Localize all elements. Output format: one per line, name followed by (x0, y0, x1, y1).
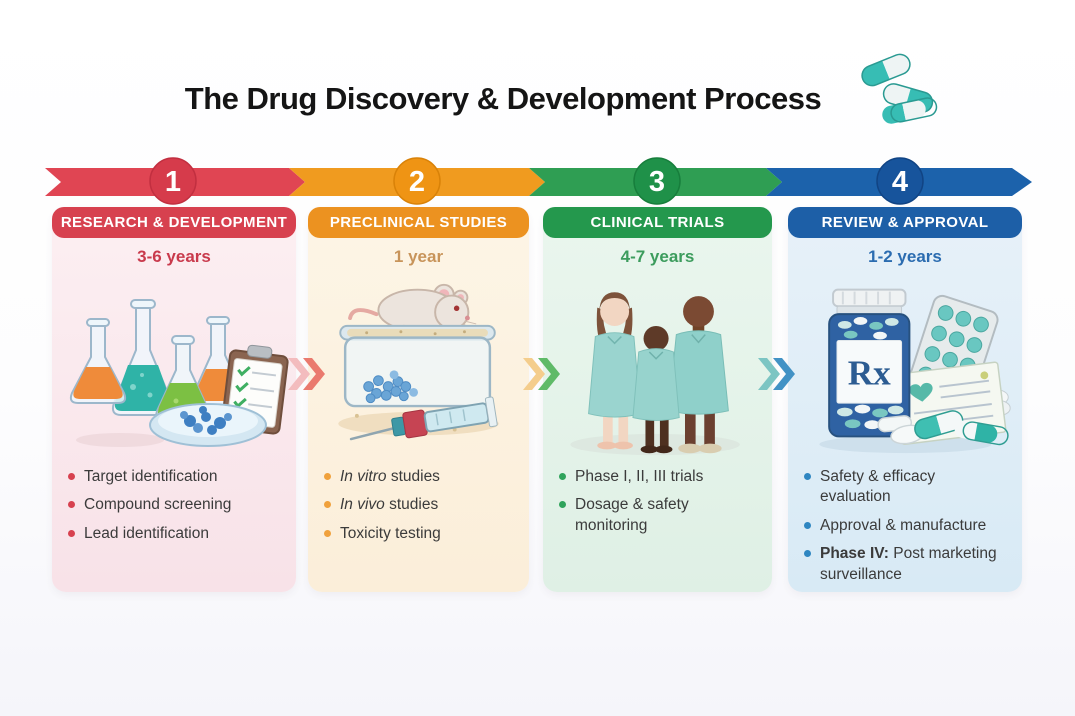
phase-panel-preclinical-studies: PRECLINICAL STUDIES 1 year (308, 207, 529, 592)
chevron-separator-1 (288, 358, 325, 390)
bullet-item: Target identification (68, 467, 284, 487)
petri-dish-icon (149, 403, 267, 447)
phase-2-bullet-list: In vitro studies In vivo studies Toxicit… (308, 467, 529, 544)
bullet-item: Dosage & safety monitoring (559, 495, 760, 536)
bullet-dot (559, 501, 566, 509)
bullet-dot (559, 473, 566, 480)
step-number-3: 3 (649, 166, 665, 198)
bullet-dot (804, 521, 811, 529)
step-circle-1 (149, 157, 197, 205)
phase-4-duration: 1-2 years (868, 247, 942, 266)
chevron-separator-3 (758, 358, 795, 390)
participant-woman-icon (587, 292, 641, 450)
bullet-dot (68, 473, 75, 480)
process-arrow-band: 1 2 3 4 (45, 157, 1032, 205)
bullet-dot (804, 473, 811, 480)
bullet-item: Safety & efficacy evaluation (804, 467, 1010, 508)
step-circle-4 (876, 157, 924, 205)
phase-1-duration: 3-6 years (137, 247, 211, 266)
syringe-icon (349, 396, 498, 441)
phase-1-bullet-list: Target identification Compound screening… (52, 467, 296, 544)
bullet-dot (324, 501, 331, 509)
bullet-item: Lead identification (68, 524, 284, 544)
bullet-dot (68, 529, 75, 537)
bullet-dot (68, 501, 75, 509)
phase-3-bullet-list: Phase I, II, III trials Dosage & safety … (543, 467, 772, 536)
pellets-icon (363, 370, 419, 404)
bullet-item: In vitro studies (324, 467, 517, 487)
bullet-item: In vivo studies (324, 495, 517, 515)
phase-1-header: RESEARCH & DEVELOPMENT (52, 207, 296, 238)
step-circle-2 (393, 157, 441, 205)
bullet-dot (324, 473, 331, 480)
phase-panel-research-development: RESEARCH & DEVELOPMENT 3-6 years (52, 207, 296, 592)
page-title: The Drug Discovery & Development Process (184, 80, 822, 116)
bullet-item: Toxicity testing (324, 524, 517, 544)
lab-flasks-illustration (52, 271, 296, 459)
bullet-item: Phase I, II, III trials (559, 467, 760, 487)
phase-3-header: CLINICAL TRIALS (543, 207, 772, 238)
capsules-icon (861, 53, 938, 124)
phase-2-duration: 1 year (393, 247, 444, 266)
mouse-cage-illustration (308, 271, 529, 459)
phase-4-bullet-list: Safety & efficacy evaluation Approval & … (788, 467, 1022, 585)
bullet-item: Compound screening (68, 495, 284, 515)
chevron-separator-2 (523, 358, 560, 390)
phase-4-header: REVIEW & APPROVAL (788, 207, 1022, 238)
participant-teen-icon (631, 325, 680, 454)
phase-2-header: PRECLINICAL STUDIES (308, 207, 529, 238)
rx-bottle-icon: Rx (828, 288, 911, 438)
bullet-item: Phase IV: Post marketing surveillance (804, 544, 1010, 585)
rx-label: Rx (848, 354, 891, 393)
rx-bottle-illustration: Rx (788, 271, 1022, 459)
phase-panel-clinical-trials: CLINICAL TRIALS 4-7 years (543, 207, 772, 592)
bullet-dot (324, 529, 331, 537)
loose-pills-icon (877, 410, 1009, 446)
step-circle-3 (633, 157, 681, 205)
phase-panel-review-approval: REVIEW & APPROVAL 1-2 years (788, 207, 1022, 592)
bullet-item: Approval & manufacture (804, 516, 1010, 536)
step-number-1: 1 (165, 166, 181, 198)
trial-participants-illustration (543, 271, 772, 459)
step-number-2: 2 (409, 166, 425, 198)
cage-icon (339, 324, 496, 408)
step-number-4: 4 (892, 166, 908, 198)
participant-man-icon (667, 296, 729, 454)
phase-3-duration: 4-7 years (620, 247, 695, 266)
bullet-dot (804, 550, 811, 558)
